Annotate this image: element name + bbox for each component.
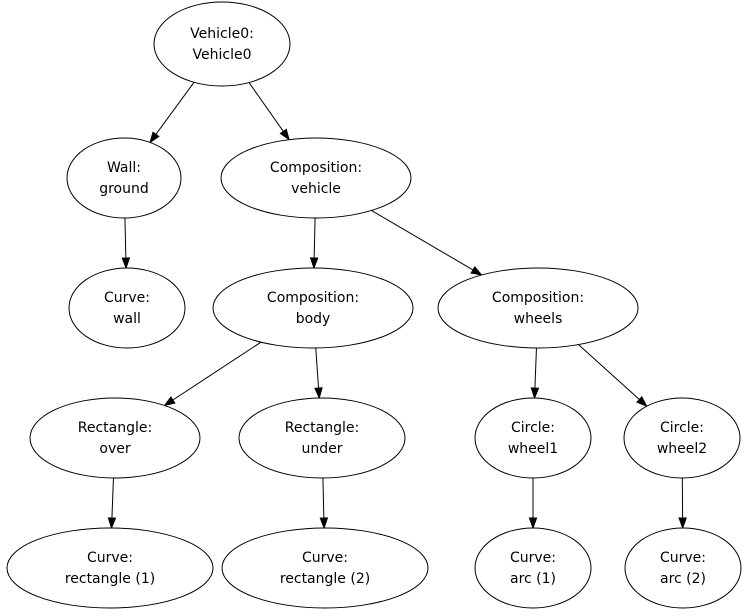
node-label-line1: Circle: [511, 420, 555, 436]
graph-edge [371, 210, 474, 271]
node-shape-ellipse[interactable] [66, 137, 182, 219]
node-label-line2: rectangle (1) [65, 571, 155, 587]
graph-edge [172, 341, 262, 401]
node-shape-ellipse[interactable] [437, 267, 639, 349]
edge-arrowhead-icon [470, 265, 483, 276]
edge-arrowhead-icon [530, 387, 540, 400]
edge-arrowhead-icon [528, 517, 538, 530]
node-shape-ellipse[interactable] [623, 397, 741, 479]
graph-node-composition_body[interactable]: Composition: body [212, 267, 414, 349]
edge-arrowhead-icon [149, 131, 160, 144]
node-shape-ellipse[interactable] [221, 527, 429, 609]
graph-node-rectangle_over[interactable]: Rectangle: over [29, 397, 201, 479]
node-shape-ellipse[interactable] [474, 527, 592, 609]
edge-arrowhead-icon [314, 387, 323, 400]
node-label-line2: vehicle [291, 181, 341, 197]
node-label-line2: wall [113, 311, 141, 327]
node-label-line1: Curve: [660, 550, 706, 566]
graph-edge [315, 347, 320, 389]
node-shape-ellipse[interactable] [29, 397, 201, 479]
graph-node-rectangle_under[interactable]: Rectangle: under [238, 397, 406, 479]
graph-edge [124, 217, 127, 259]
edge-arrowhead-icon [107, 517, 117, 530]
graph-edge [313, 217, 316, 259]
edge-layer [107, 81, 687, 530]
node-label-line1: Rectangle: [78, 420, 152, 436]
node-label-line2: body [296, 311, 331, 327]
node-label-line2: rectangle (2) [280, 571, 370, 587]
graph-node-circle_wheel2[interactable]: Circle: wheel2 [623, 397, 741, 479]
node-label-line1: Curve: [87, 550, 133, 566]
node-layer: Vehicle0:Vehicle0Wall:groundComposition:… [6, 1, 742, 609]
node-label-line2: over [99, 441, 130, 457]
node-label-line1: Circle: [660, 420, 704, 436]
node-shape-ellipse[interactable] [474, 397, 592, 479]
node-label-line2: ground [99, 181, 149, 197]
node-label-line2: arc (2) [660, 571, 706, 587]
node-label-line2: wheel2 [657, 441, 707, 457]
graph-node-curve_rectangle_2[interactable]: Curve: rectangle (2) [221, 527, 429, 609]
node-label-line2: under [301, 441, 342, 457]
edge-arrowhead-icon [636, 395, 648, 408]
node-label-line1: Composition: [267, 290, 359, 306]
node-label-line2: wheels [514, 311, 563, 327]
graph-node-curve_wall[interactable]: Curve: wall [68, 267, 186, 349]
graph-edge [534, 347, 537, 389]
graph-edge [155, 81, 195, 135]
graph-node-curve_arc_1[interactable]: Curve: arc (1) [474, 527, 592, 609]
node-label-line1: Curve: [510, 550, 556, 566]
node-label-line1: Composition: [492, 290, 584, 306]
graph-node-circle_wheel1[interactable]: Circle: wheel1 [474, 397, 592, 479]
node-shape-ellipse[interactable] [68, 267, 186, 349]
node-label-line2: arc (1) [510, 571, 556, 587]
graph-node-curve_arc_2[interactable]: Curve: arc (2) [624, 527, 742, 609]
node-label-line1: Curve: [302, 550, 348, 566]
node-label-line1: Rectangle: [285, 420, 359, 436]
node-shape-ellipse[interactable] [153, 1, 291, 87]
graph-edge [248, 82, 284, 132]
graph-node-composition_wheels[interactable]: Composition: wheels [437, 267, 639, 349]
node-shape-ellipse[interactable] [6, 527, 214, 609]
edge-arrowhead-icon [678, 517, 687, 530]
graph-node-curve_rectangle_1[interactable]: Curve: rectangle (1) [6, 527, 214, 609]
node-label-line2: Vehicle0 [193, 47, 252, 63]
node-shape-ellipse[interactable] [624, 527, 742, 609]
node-label-line2: wheel1 [508, 441, 558, 457]
graph-node-vehicle0[interactable]: Vehicle0: Vehicle0 [153, 1, 291, 87]
node-shape-ellipse[interactable] [220, 137, 412, 219]
graph-edge [322, 477, 325, 519]
graph-node-wall_ground[interactable]: Wall: ground [66, 137, 182, 219]
edge-arrowhead-icon [319, 517, 329, 530]
node-shape-ellipse[interactable] [212, 267, 414, 349]
edge-arrowhead-icon [163, 396, 176, 407]
edge-arrowhead-icon [121, 257, 131, 270]
node-shape-ellipse[interactable] [238, 397, 406, 479]
graph-edge [578, 344, 640, 400]
node-label-line1: Wall: [107, 160, 141, 176]
node-label-line1: Curve: [104, 290, 150, 306]
node-label-line1: Vehicle0: [190, 26, 254, 42]
edge-arrowhead-icon [309, 257, 319, 270]
graph-node-composition_vehicle[interactable]: Composition: vehicle [220, 137, 412, 219]
graph-edge [111, 477, 114, 519]
edge-arrowhead-icon [279, 128, 290, 141]
node-label-line1: Composition: [270, 160, 362, 176]
